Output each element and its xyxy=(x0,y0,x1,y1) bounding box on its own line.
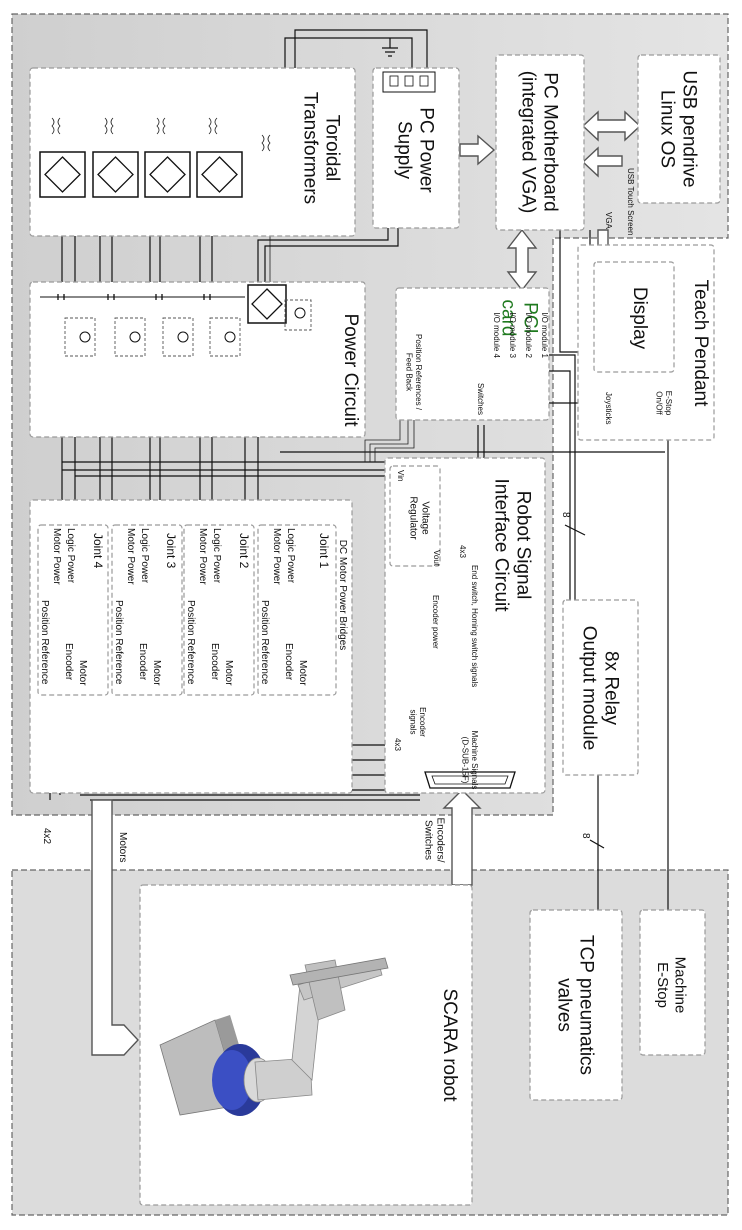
dc-motor-bridges-label: DC Motor Power Bridges xyxy=(337,540,348,651)
encoders-switches-label: Encoders/Switches xyxy=(423,817,446,862)
io-module-3-label: I/O module 3 xyxy=(508,312,517,358)
scara-robot-label: SCARA robot xyxy=(439,989,460,1103)
signal-interface-labels: Vin Vout End switch, Homing switch signa… xyxy=(393,470,479,789)
joint-3-position-reference: Position Reference xyxy=(113,600,124,685)
eight-top-label: 8 xyxy=(560,512,571,518)
usb-pendrive-label: USB pendriveLinux OS xyxy=(656,70,699,187)
encoders-arrow xyxy=(442,789,482,886)
touch-screen-arrow xyxy=(581,146,623,178)
pc-motherboard-label: PC Motherboard(integrated VGA) xyxy=(517,71,560,214)
joint-3-block xyxy=(111,524,183,696)
joint-4-encoder: Encoder xyxy=(63,643,74,681)
switches-port-label: Switches xyxy=(476,383,485,415)
voltage-regulator-label: VoltageRegulator xyxy=(408,496,431,540)
joint-4-position-reference: Position Reference xyxy=(39,600,50,685)
machine-signals-label: Machine Signals(D-SUB-15F) xyxy=(461,731,479,790)
pc-power-supply-label: PC PowerSupply xyxy=(393,107,436,193)
joint-1-encoder: Encoder xyxy=(283,643,294,681)
joint-4-block xyxy=(37,524,109,696)
connection-labels: USB Touch Screen VGA 8 8 Motors 4x2 Enco… xyxy=(41,168,635,863)
io-module-2-label: I/O module 2 xyxy=(524,312,533,358)
joint-2-logic-power: Logic Power xyxy=(211,528,222,584)
joysticks-label: Joysticks xyxy=(604,392,613,424)
teach-pendant-label: Teach Pendant xyxy=(690,280,711,407)
eight-bottom-label: 8 xyxy=(580,833,591,839)
joint-4-labels: Joint 4 Logic Power Motor Power Position… xyxy=(39,528,105,686)
joint-1-labels: Joint 1 Logic Power Motor Power Position… xyxy=(259,528,331,686)
joint-3-title: Joint 3 xyxy=(164,533,178,569)
rectifier-bridges xyxy=(39,151,287,324)
scara-robot-image xyxy=(159,945,405,1116)
display-block xyxy=(593,261,675,373)
pci-card-label: PCIcard xyxy=(497,300,540,337)
voltage-regulator-block xyxy=(389,465,441,567)
motors-label: Motors xyxy=(117,832,128,863)
encoder-signals-label: Encodersignals xyxy=(409,707,427,737)
usb-pendrive-block xyxy=(637,54,721,204)
joint-2-position-reference: Position Reference xyxy=(185,600,196,685)
joint-2-title: Joint 2 xyxy=(237,533,251,569)
vga-label: VGA xyxy=(604,212,613,230)
power-circuit-block xyxy=(29,281,366,438)
io-module-4-label: I/O module 4 xyxy=(492,312,501,358)
joint-1-title: Joint 1 xyxy=(317,533,331,569)
power-circuit-label: Power Circuit xyxy=(340,314,361,428)
vout-label: Vout xyxy=(432,550,441,567)
joint-2-block xyxy=(183,524,255,696)
pci-port-labels: I/O module 1 I/O module 2 I/O module 3 I… xyxy=(405,312,549,415)
block-arrows xyxy=(91,110,642,1056)
end-switch-label: End switch, Homing switch signals xyxy=(470,565,479,687)
pci-card-block xyxy=(395,287,550,421)
tcp-valves-label: TCP pneumaticsvalves xyxy=(553,935,596,1075)
joint-2-encoder: Encoder xyxy=(209,643,220,681)
power-circuit-relays xyxy=(40,294,312,357)
joint-1-motor: Motor xyxy=(297,660,308,686)
relay-module-block xyxy=(562,599,639,776)
joint-3-motor-power: Motor Power xyxy=(125,528,136,585)
pc-power-supply-block xyxy=(372,67,460,229)
usb-touch-screen-label: USB Touch Screen xyxy=(626,168,635,235)
joint-4-motor: Motor xyxy=(77,660,88,686)
psu-connector xyxy=(382,71,436,93)
joint-2-motor-power: Motor Power xyxy=(197,528,208,585)
joint-3-motor: Motor xyxy=(151,660,162,686)
robot-signal-interface-label: Robot SignalInterface Circuit xyxy=(490,478,533,612)
transformer-symbols xyxy=(51,117,271,152)
x43-top-label: 4x3 xyxy=(458,545,467,558)
toroidal-transformers-label: ToroidalTransformers xyxy=(299,92,342,204)
x43-bottom-label: 4x3 xyxy=(393,738,402,751)
relay-module-label: 8x RelayOutput module xyxy=(578,626,621,751)
joint-1-position-reference: Position Reference xyxy=(259,600,270,685)
joint-1-motor-power: Motor Power xyxy=(271,528,282,585)
display-label: Display xyxy=(629,287,650,350)
pendant-port-labels: E-StopOn/Off Joysticks xyxy=(604,391,673,425)
joint-2-labels: Joint 2 Logic Power Motor Power Position… xyxy=(185,528,251,686)
joint-4-title: Joint 4 xyxy=(91,533,105,569)
position-references-label: Position References /Feed Back xyxy=(405,334,423,411)
joint-4-motor-power: Motor Power xyxy=(51,528,62,585)
vin-label: Vin xyxy=(396,470,405,481)
joint-3-labels: Joint 3 Logic Power Motor Power Position… xyxy=(113,528,178,686)
x42-label: 4x2 xyxy=(41,828,52,845)
joint-1-logic-power: Logic Power xyxy=(285,528,296,584)
machine-estop-block xyxy=(639,909,706,1056)
joint-3-encoder: Encoder xyxy=(137,643,148,681)
dsub-connector xyxy=(424,771,516,789)
machine-estop-label: MachineE-Stop xyxy=(654,957,688,1014)
motors-arrow xyxy=(91,799,139,1056)
estop-onoff-label: E-StopOn/Off xyxy=(655,391,673,416)
psu-to-motherboard-arrow xyxy=(459,134,496,166)
joint-3-logic-power: Logic Power xyxy=(139,528,150,584)
joint-4-logic-power: Logic Power xyxy=(65,528,76,584)
pc-motherboard-block xyxy=(495,54,585,231)
encoder-power-label: Encoder power xyxy=(431,595,440,649)
tcp-valves-block xyxy=(529,909,623,1101)
joint-2-motor: Motor xyxy=(223,660,234,686)
io-module-1-label: I/O module 1 xyxy=(540,312,549,358)
joint-1-block xyxy=(257,524,337,696)
